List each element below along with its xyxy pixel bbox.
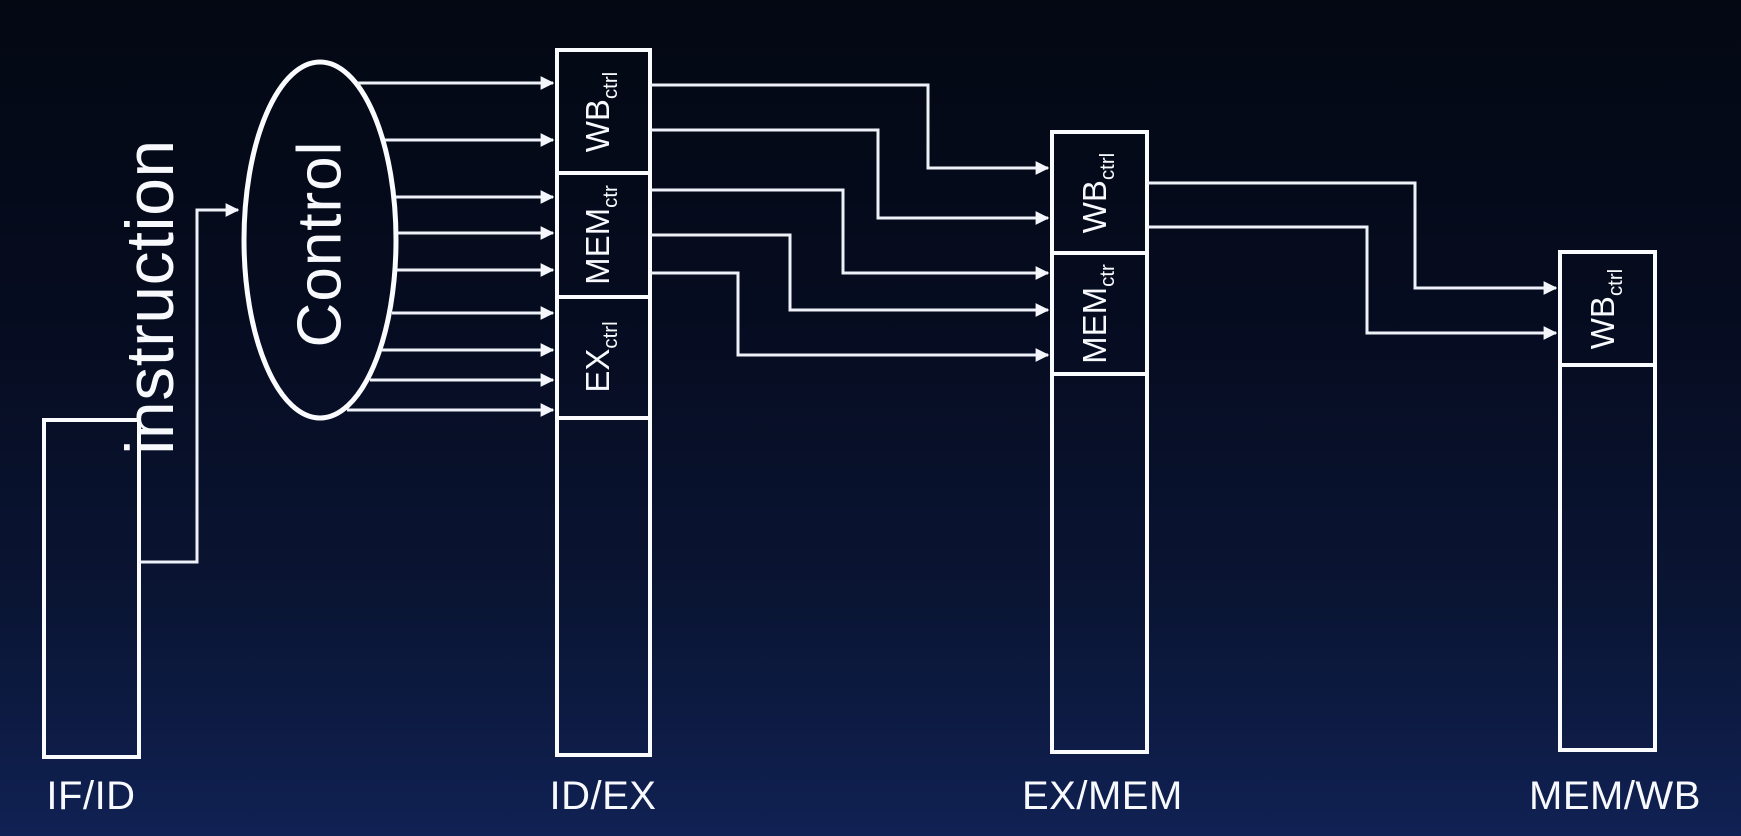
idex-to-exmem-arrow-2 xyxy=(650,128,1050,225)
idex-mem-ctr-base: MEM xyxy=(579,207,617,285)
exmem-mem-ctr-sub: ctr xyxy=(1095,264,1119,287)
idex-mem-ctr-sub: ctr xyxy=(598,185,622,208)
control-ellipse xyxy=(241,59,399,421)
exmem-wb-ctrl-base: WB xyxy=(1076,180,1114,234)
idex-wb-ctrl-sub: ctrl xyxy=(598,71,622,100)
instruction-line xyxy=(139,203,240,564)
idex-wb-ctrl-base: WB xyxy=(579,99,617,153)
ifid-register-box xyxy=(42,418,141,759)
control-label: Control xyxy=(285,140,355,348)
idex-to-exmem-arrow-3 xyxy=(650,188,1050,280)
idex-ex-ctrl-label: EXctrl xyxy=(579,321,623,392)
memwb-wb-ctrl-sub: ctrl xyxy=(1603,268,1627,297)
memwb-label: MEM/WB xyxy=(1529,774,1701,818)
exmem-register-box xyxy=(1050,130,1149,754)
exmem-wb-ctrl-label: WBctrl xyxy=(1076,153,1120,233)
exmem-to-memwb-arrow-1 xyxy=(1147,181,1558,295)
idex-to-exmem-arrow-5 xyxy=(650,271,1050,362)
idex-to-exmem-arrow-4 xyxy=(650,233,1050,317)
idex-to-exmem-arrow-1 xyxy=(650,83,1050,175)
instruction-label: instruction xyxy=(112,139,188,455)
idex-wb-ctrl-label: WBctrl xyxy=(579,72,623,152)
idex-mem-ctr-label: MEMctr xyxy=(579,185,623,285)
ifid-label: IF/ID xyxy=(46,774,136,818)
memwb-register-box xyxy=(1558,250,1657,752)
memwb-wb-ctrl-base: WB xyxy=(1584,296,1622,350)
idex-label: ID/EX xyxy=(549,774,657,818)
exmem-label: EX/MEM xyxy=(1022,774,1183,818)
idex-ex-ctrl-sub: ctrl xyxy=(598,321,622,349)
exmem-mem-ctr-base: MEM xyxy=(1076,286,1114,364)
idex-ex-ctrl-base: EX xyxy=(579,348,617,393)
memwb-wb-ctrl-label: WBctrl xyxy=(1584,269,1628,349)
exmem-wb-ctrl-sub: ctrl xyxy=(1095,152,1119,181)
exmem-to-memwb-arrow-2 xyxy=(1147,225,1558,340)
exmem-mem-ctr-label: MEMctr xyxy=(1076,264,1120,364)
idex-register-box xyxy=(555,48,652,757)
